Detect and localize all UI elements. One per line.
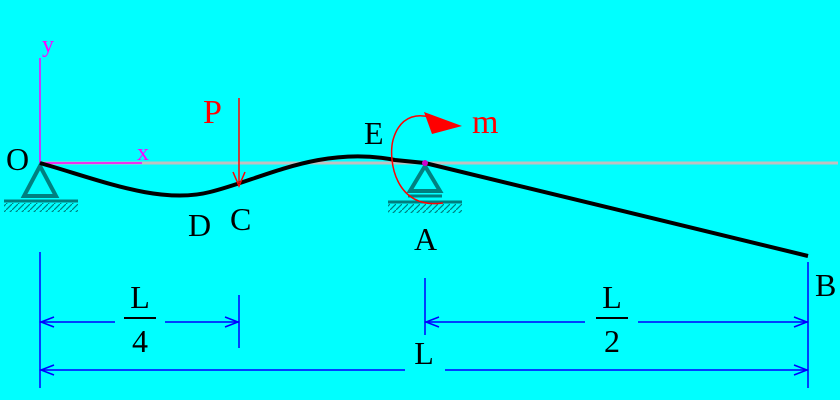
dimension-left-denominator: 4 <box>132 323 148 359</box>
dimension-right-fraction: L 2 <box>596 279 628 359</box>
roller-support-icon <box>388 162 462 213</box>
moment-label: m <box>472 104 498 141</box>
dimension-left-fraction: L 4 <box>124 279 156 359</box>
force-label: P <box>203 94 222 131</box>
dimension-total-label: L <box>414 335 434 371</box>
point-a-marker <box>422 160 428 166</box>
dimension-lines <box>38 252 810 388</box>
deflection-curve <box>39 154 809 258</box>
point-label-o: O <box>6 141 29 177</box>
dimension-right-denominator: 2 <box>604 323 620 359</box>
y-axis-label: y <box>42 32 54 58</box>
down-arrow-icon <box>232 98 246 188</box>
curved-arrow-icon <box>390 112 462 205</box>
point-label-a: A <box>414 221 437 257</box>
point-label-d: D <box>188 207 211 243</box>
point-label-c: C <box>230 201 251 237</box>
dimension-left-numerator: L <box>130 279 150 315</box>
coordinate-axes: y x <box>39 32 149 166</box>
point-label-b: B <box>815 267 836 303</box>
point-label-e: E <box>364 115 384 151</box>
dimension-right-numerator: L <box>602 279 622 315</box>
pin-support-icon <box>4 161 78 212</box>
x-axis-label: x <box>137 140 149 166</box>
